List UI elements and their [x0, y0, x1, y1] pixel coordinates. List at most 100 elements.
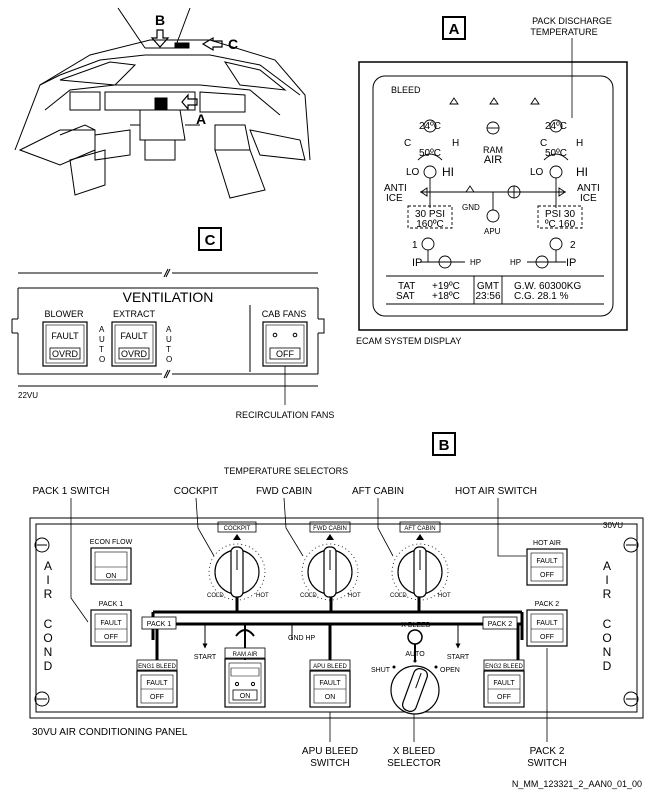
fwd-cabin-title: FWD CABIN: [256, 486, 312, 497]
pack1-fault: FAULT: [100, 620, 122, 627]
svg-text:O: O: [99, 355, 105, 364]
eng1-bleed-off: OFF: [150, 694, 164, 701]
apu-bleed-button[interactable]: APU BLEED FAULT ON: [309, 659, 351, 708]
svg-text:U: U: [99, 335, 105, 344]
ecam-heading2: TEMPERATURE: [530, 27, 597, 37]
box-a: [442, 16, 466, 40]
box-b: [432, 432, 456, 456]
cockpit-cold: COLD: [207, 593, 224, 599]
pack1-tag: [141, 616, 177, 630]
hot-air-fault: FAULT: [536, 558, 558, 565]
acp-panel-frame: [29, 517, 644, 719]
ecam-tat-label: TAT: [398, 281, 415, 292]
eng1-bleed-label: ENG1 BLEED: [138, 664, 176, 670]
xbleed-selector[interactable]: AUTO SHUT OPEN: [371, 651, 460, 715]
label-b: B: [155, 12, 165, 28]
cockpit-selector[interactable]: COCKPIT COLD HOT: [207, 521, 269, 601]
econ-flow-button[interactable]: ECON FLOW ON: [90, 539, 133, 585]
pack2-label: PACK 2: [535, 601, 559, 608]
vent-title: VENTILATION: [123, 289, 214, 305]
xbleed-callout: X BLEED: [393, 746, 435, 757]
air-cond-right: A I R C O N D: [602, 559, 611, 673]
ecam-anti-l: ANTI: [384, 183, 407, 194]
label-a: A: [196, 111, 206, 127]
aft-cabin-selector[interactable]: AFT CABIN COLD HOT: [390, 521, 451, 601]
air-cond-left: A I R C O N D: [43, 559, 52, 673]
vent-extract-label: EXTRACT: [113, 309, 156, 319]
box-a-label: A: [449, 21, 460, 38]
ecam-left-psi: 30 PSI: [415, 209, 445, 220]
ecam-left-temp: 24ºC: [419, 121, 441, 132]
svg-text:C: C: [603, 617, 612, 631]
ram-air-on: ON: [240, 693, 251, 700]
eng2-bleed-off: OFF: [497, 694, 511, 701]
cab-fans-button[interactable]: OFF: [262, 321, 308, 367]
apu-bleed-label: APU BLEED: [313, 664, 347, 670]
fwd-cold: COLD: [300, 593, 317, 599]
svg-text:N: N: [44, 645, 53, 659]
svg-text:A: A: [44, 559, 52, 573]
svg-text:I: I: [605, 573, 608, 587]
ecam-left-hi: HI: [442, 165, 454, 179]
hot-air-button[interactable]: HOT AIR FAULT OFF: [526, 540, 568, 586]
pack1-switch-title: PACK 1 SWITCH: [32, 486, 109, 497]
ecam-left-h: H: [452, 138, 459, 149]
pack2-button[interactable]: PACK 2 FAULT OFF: [526, 601, 568, 647]
acp-panel-caption: 30VU AIR CONDITIONING PANEL: [32, 727, 188, 738]
fwd-cabin-selector[interactable]: FWD CABIN COLD HOT: [300, 521, 361, 601]
xbleed-shut: SHUT: [371, 667, 391, 674]
vent-callout: RECIRCULATION FANS: [236, 410, 335, 420]
cockpit-sketch: [14, 7, 311, 199]
ecam-gmt-label: GMT: [477, 281, 499, 292]
pack1-tag-label: PACK 1: [147, 621, 171, 628]
svg-text:R: R: [44, 587, 53, 601]
ecam-ice-r: ICE: [580, 193, 597, 204]
extract-ovrd: OVRD: [121, 349, 148, 359]
box-c: [198, 227, 222, 251]
apu-bleed-callout-2: SWITCH: [310, 758, 349, 769]
pack1-button[interactable]: PACK 1 FAULT OFF: [90, 601, 132, 647]
apu-bleed-callout: APU BLEED: [302, 746, 358, 757]
ram-air-button[interactable]: RAM AIR ON: [224, 647, 266, 708]
extract-button[interactable]: FAULT OVRD: [111, 321, 157, 367]
svg-text:C: C: [44, 617, 53, 631]
xbleed-duct-label: X BLEED: [401, 622, 431, 629]
ecam-caption: ECAM SYSTEM DISPLAY: [356, 336, 461, 346]
xbleed-auto: AUTO: [405, 651, 425, 658]
cockpit-hot: HOT: [256, 593, 269, 599]
ecam-synoptic: [386, 97, 604, 305]
aft-cold: COLD: [390, 593, 407, 599]
econ-flow-label: ECON FLOW: [90, 539, 133, 546]
label-c: C: [228, 36, 238, 52]
ecam-anti-r: ANTI: [577, 183, 600, 194]
ecam-left-values: 24ºC C H 50ºC LO HI 30 PSI 160ºC 1 IP: [404, 121, 459, 269]
ecam-air: AIR: [484, 154, 502, 166]
ecam-right-values: 24ºC C H 50ºC LO HI PSI 30 ºC 160 2 IP: [530, 121, 588, 269]
blower-button[interactable]: FAULT OVRD: [42, 321, 88, 367]
eng2-bleed-button[interactable]: ENG2 BLEED FAULT OFF: [483, 659, 525, 708]
extract-fault: FAULT: [120, 331, 148, 341]
box-c-label: C: [205, 232, 216, 249]
temp-selectors-title: TEMPERATURE SELECTORS: [224, 466, 348, 476]
svg-text:N: N: [603, 645, 612, 659]
eng1-bleed-button[interactable]: ENG1 BLEED FAULT OFF: [136, 659, 178, 708]
ecam-left-ip: IP: [412, 257, 422, 269]
vent-blower-label: BLOWER: [44, 309, 84, 319]
ecam-ram: RAM: [483, 145, 503, 155]
ecam-frame: [358, 61, 628, 331]
eng2-bleed-label: ENG2 BLEED: [485, 664, 523, 670]
pack1-label: PACK 1: [99, 601, 123, 608]
ecam-right-ip: IP: [566, 257, 576, 269]
svg-text:D: D: [603, 659, 612, 673]
blower-ovrd: OVRD: [52, 349, 79, 359]
svg-text:O: O: [166, 355, 172, 364]
svg-text:O: O: [602, 631, 611, 645]
svg-text:D: D: [44, 659, 53, 673]
pack2-fault: FAULT: [536, 620, 558, 627]
ecam-gmt: 23:56: [475, 291, 500, 302]
ecam-left-eng: 1: [412, 240, 418, 251]
vent-auto-2: AU TO: [166, 325, 172, 364]
pack2-off: OFF: [540, 634, 554, 641]
hot-air-switch-title: HOT AIR SWITCH: [455, 486, 537, 497]
